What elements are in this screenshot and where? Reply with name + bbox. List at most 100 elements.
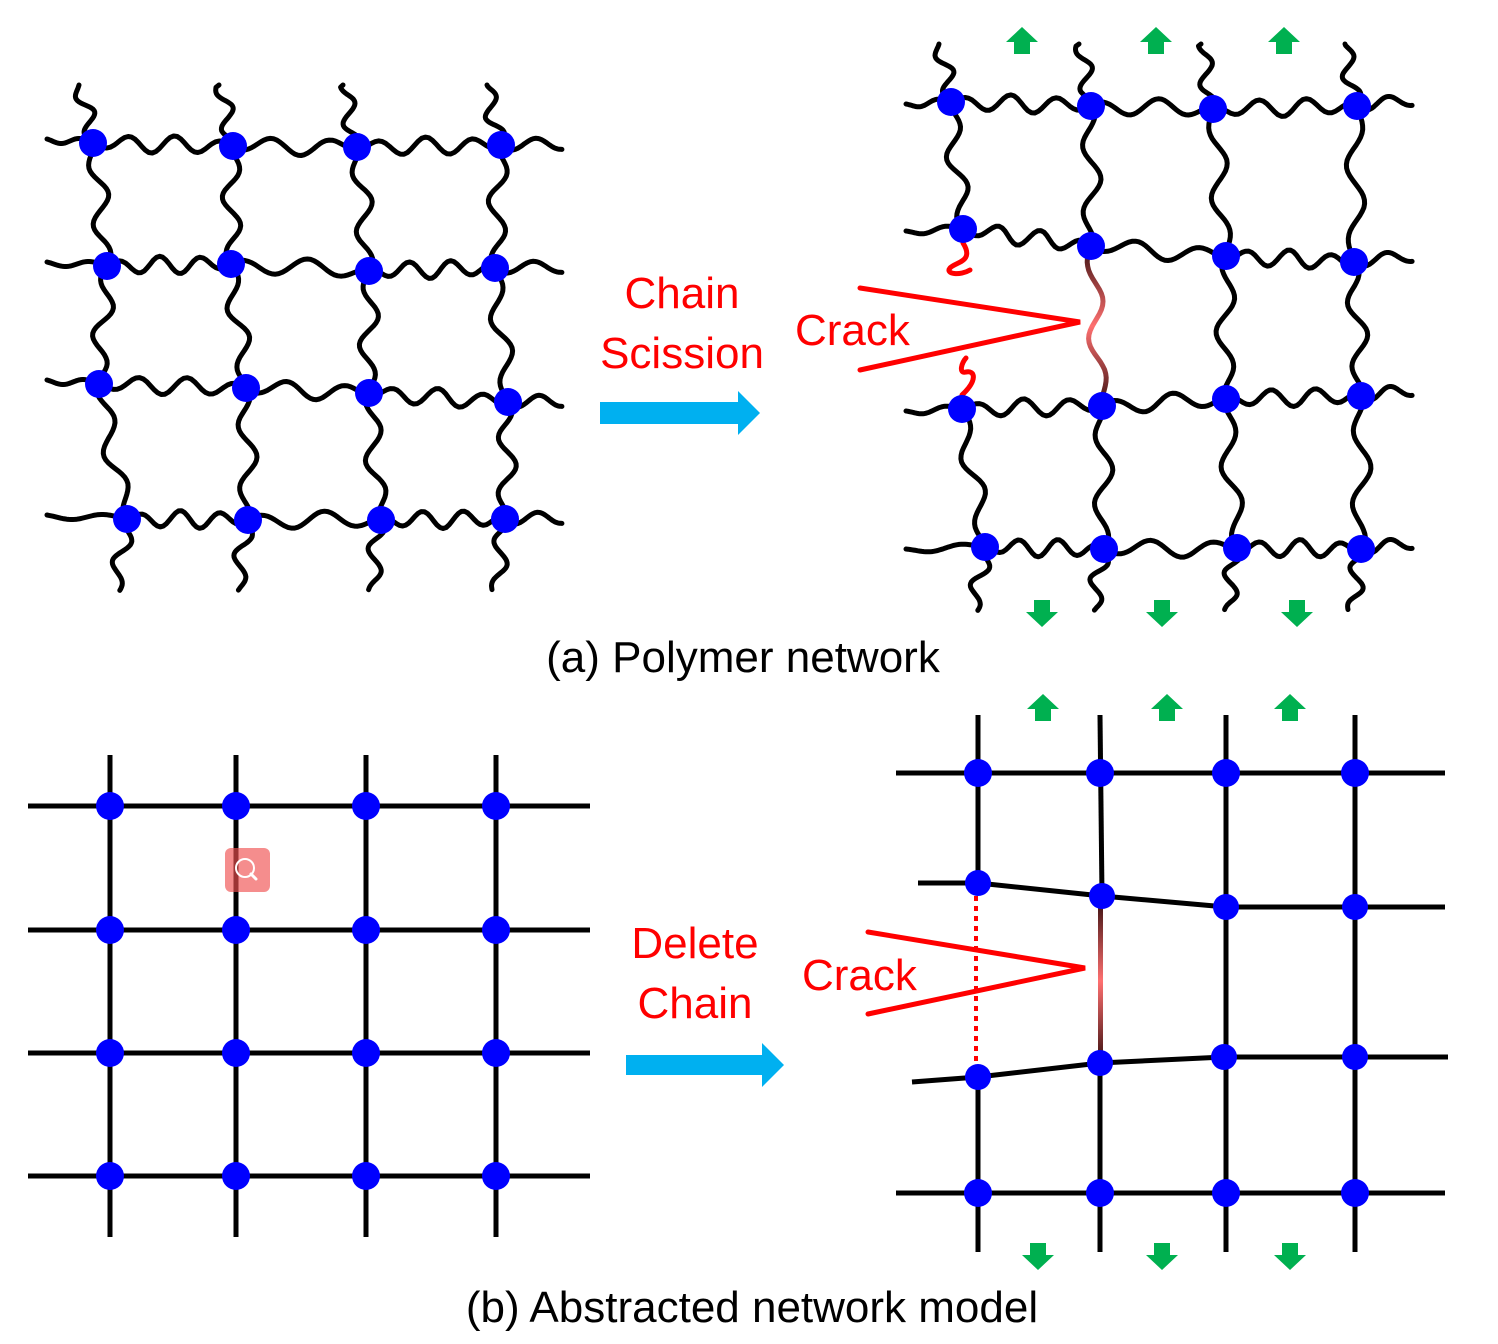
arrow-down-icon: [1274, 1243, 1306, 1270]
polymer-chain: [1099, 390, 1229, 415]
polymer-chain: [235, 385, 260, 523]
crosslink-node: [222, 916, 250, 944]
polymer-chain: [1223, 247, 1357, 271]
arrow-down-icon: [1281, 600, 1313, 627]
crosslink-node: [971, 533, 999, 561]
polymer-chain: [1343, 103, 1368, 265]
arrow-up-icon: [1274, 694, 1306, 721]
crosslink-node: [1342, 1044, 1368, 1070]
chain-scission-step: Chain Scission: [600, 269, 764, 435]
crosslink-node: [232, 374, 260, 402]
crosslink-node: [1347, 535, 1375, 563]
crosslink-node: [481, 254, 509, 282]
crosslink-node: [96, 792, 124, 820]
arrow-up-icon: [1006, 27, 1038, 54]
crack-label: Crack: [795, 306, 911, 355]
crosslink-node: [1341, 1179, 1369, 1207]
chain-line: [1097, 714, 1105, 897]
crosslink-node: [93, 252, 121, 280]
polymer-chain: [86, 140, 114, 269]
polymer-chain: [1349, 393, 1374, 552]
polymer-chain: [354, 134, 504, 157]
arrow-down-icon: [1146, 600, 1178, 627]
crosslink-node: [1088, 392, 1116, 420]
crosslink-node: [355, 379, 383, 407]
arrow-down-icon: [1026, 600, 1058, 627]
crosslink-node: [482, 792, 510, 820]
crosslink-node: [217, 250, 245, 278]
crosslink-node: [1212, 242, 1240, 270]
polymer-chain: [219, 143, 244, 267]
crosslink-node: [948, 395, 976, 423]
delete-chain-step: Delete Chain: [626, 919, 784, 1087]
polymer-chain: [362, 390, 389, 523]
crosslink-node: [1347, 382, 1375, 410]
crosslink-node: [85, 370, 113, 398]
polymer-chain: [96, 375, 249, 397]
broken-chain-end: [946, 240, 973, 277]
broken-chain-end: [958, 355, 976, 398]
polymer-chain: [1210, 96, 1360, 119]
crosslink-node: [367, 506, 395, 534]
crosslink-node: [1077, 92, 1105, 120]
polymer-network-initial: [44, 82, 565, 593]
polymer-chain: [356, 268, 381, 396]
polymer-chain: [230, 135, 360, 158]
process-label-line2: Scission: [600, 329, 764, 378]
polymer-chain: [1080, 103, 1104, 249]
stretched-chain: [1084, 243, 1109, 409]
crosslink-node: [96, 916, 124, 944]
polymer-chain: [943, 99, 971, 232]
crosslink-node: [343, 133, 371, 161]
crosslink-node: [1212, 759, 1240, 787]
polymer-chain: [1344, 259, 1371, 399]
process-label-line1: Chain: [625, 269, 740, 318]
crosslink-node: [965, 1064, 991, 1090]
caption-a: (a) Polymer network: [546, 633, 941, 682]
crosslink-node: [1342, 894, 1368, 920]
process-label-line2: Chain: [638, 979, 753, 1028]
polymer-chain: [228, 256, 372, 279]
crosslink-node: [352, 792, 380, 820]
crosslink-node: [1341, 759, 1369, 787]
polymer-chain: [1218, 396, 1245, 551]
zoom-magnifier-icon[interactable]: [225, 848, 270, 892]
polymer-chain: [959, 396, 1105, 419]
crosslink-node: [1212, 1179, 1240, 1207]
crosslink-node: [1340, 248, 1368, 276]
crosslink-node: [964, 759, 992, 787]
polymer-chain: [1101, 537, 1240, 560]
arrow-up-icon: [1027, 694, 1059, 721]
crosslink-node: [1089, 883, 1115, 909]
crosslink-node: [1087, 1050, 1113, 1076]
crosslink-node: [1077, 232, 1105, 260]
crosslink-node: [937, 88, 965, 116]
polymer-chain: [243, 379, 372, 403]
crosslink-node: [113, 505, 141, 533]
polymer-chain: [378, 508, 508, 531]
crosslink-node: [219, 132, 247, 160]
crosslink-node: [964, 1179, 992, 1207]
chain-line: [911, 1054, 1448, 1085]
polymer-chain: [90, 133, 236, 156]
polymer-network-cracked: [903, 41, 1415, 613]
crosslink-node: [1212, 385, 1240, 413]
crosslink-node: [234, 506, 262, 534]
polymer-chain: [245, 508, 384, 531]
crosslink-node: [965, 870, 991, 896]
crosslink-node: [1223, 534, 1251, 562]
polymer-chain: [1213, 253, 1238, 402]
crosslink-node: [222, 792, 250, 820]
stretched-chain: [1098, 900, 1103, 1062]
process-label-line1: Delete: [631, 919, 758, 968]
polymer-chain: [366, 258, 498, 281]
polymer-chain: [1206, 106, 1233, 259]
arrow-up-icon: [1268, 27, 1300, 54]
polymer-chain: [958, 406, 989, 550]
arrow-down-icon: [1146, 1243, 1178, 1270]
process-arrow-icon: [626, 1043, 784, 1087]
crack-b: Crack: [802, 929, 1086, 1017]
polymer-chain: [93, 381, 131, 523]
crosslink-node: [494, 388, 522, 416]
